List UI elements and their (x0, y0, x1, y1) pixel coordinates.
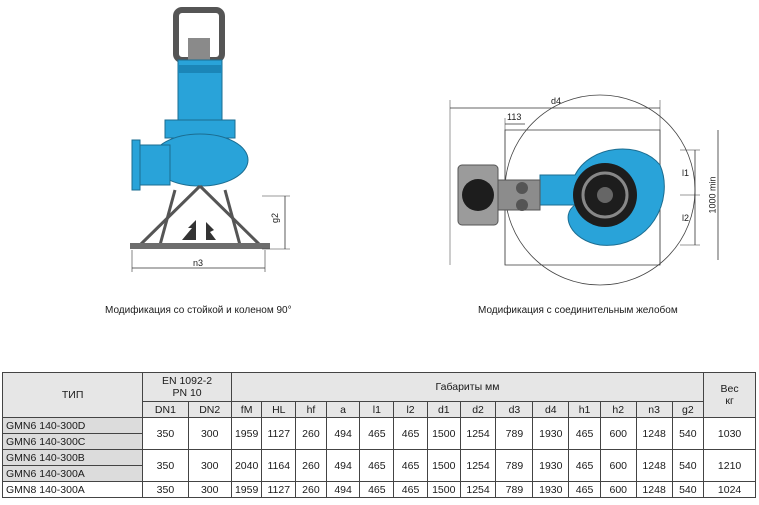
value-cell: 540 (671, 449, 705, 482)
value-cell: 540 (671, 417, 705, 450)
value-cell: 1930 (532, 417, 570, 450)
value-cell: 465 (359, 417, 395, 450)
spec-table: ТИП EN 1092-2 PN 10 Габариты мм Вес кг D… (1, 372, 756, 498)
dim-label-l2: l2 (682, 213, 690, 223)
value-cell: 540 (671, 481, 705, 498)
type-cell: GMN6 140-300A (1, 465, 144, 482)
value-cell: 300 (187, 449, 232, 482)
value-cell: 1164 (261, 449, 297, 482)
value-cell: 494 (325, 417, 361, 450)
type-cell: GMN6 140-300D (1, 417, 144, 434)
dim-label-l1: l1 (682, 168, 690, 178)
dim-label-n3: n3 (193, 258, 204, 268)
table-row: GMN6 140-300A (1, 465, 756, 482)
type-cell: GMN8 140-300A (1, 481, 144, 498)
value-cell: 789 (495, 481, 534, 498)
weight-cell: 1210 (703, 449, 756, 482)
value-cell: 465 (393, 481, 428, 498)
type-header: ТИП (1, 372, 144, 418)
column-header: d4 (532, 401, 570, 418)
dim-label-g2: g2 (270, 212, 281, 224)
value-cell: 465 (568, 417, 601, 450)
technical-drawing (130, 7, 719, 286)
value-cell: 1254 (459, 449, 497, 482)
type-cell: GMN6 140-300B (1, 449, 144, 466)
value-cell: 350 (142, 481, 189, 498)
column-header: l2 (393, 401, 428, 418)
value-cell: 1500 (426, 417, 461, 450)
caption-channel: Модификация с соединительным желобом (478, 305, 678, 316)
value-cell: 465 (393, 417, 428, 450)
value-cell: 1254 (459, 417, 497, 450)
column-header: a (325, 401, 361, 418)
value-cell: 600 (599, 417, 637, 450)
column-header: g2 (671, 401, 705, 418)
value-cell: 1930 (532, 449, 570, 482)
value-cell: 1127 (261, 481, 297, 498)
value-cell: 300 (187, 417, 232, 450)
caption-stand-elbow: Модификация со стойкой и коленом 90° (105, 305, 292, 316)
value-cell: 465 (359, 449, 395, 482)
value-cell: 1500 (426, 449, 461, 482)
value-cell: 465 (393, 449, 428, 482)
value-cell: 789 (495, 449, 534, 482)
weight-header: Вес кг (703, 372, 756, 418)
value-cell: 1127 (261, 417, 297, 450)
value-cell: 600 (599, 449, 637, 482)
dims-header: Габариты мм (230, 372, 705, 402)
value-cell: 1959 (230, 481, 263, 498)
standard-header: EN 1092-2 PN 10 (142, 372, 232, 402)
value-cell: 1500 (426, 481, 461, 498)
column-header: d2 (459, 401, 497, 418)
value-cell: 789 (495, 417, 534, 450)
value-cell: 1248 (635, 481, 673, 498)
dim-label-113: 113 (507, 112, 522, 122)
column-header: d3 (495, 401, 534, 418)
value-cell: 494 (325, 481, 361, 498)
column-header: h2 (599, 401, 637, 418)
dim-label-d4: d4 (551, 96, 562, 106)
value-cell: 260 (295, 449, 327, 482)
pump-side-view (130, 7, 290, 272)
value-cell: 260 (295, 481, 327, 498)
value-cell: 1930 (532, 481, 570, 498)
value-cell: 494 (325, 449, 361, 482)
value-cell: 1248 (635, 417, 673, 450)
dim-label-1000-min: 1000 min (707, 176, 718, 214)
value-cell: 1254 (459, 481, 497, 498)
pump-top-view (449, 94, 719, 286)
column-header: fM (230, 401, 263, 418)
weight-cell: 1024 (703, 481, 756, 498)
type-cell: GMN6 140-300C (1, 433, 144, 450)
value-cell: 1959 (230, 417, 263, 450)
column-header: DN2 (187, 401, 232, 418)
column-header: h1 (568, 401, 601, 418)
value-cell: 600 (599, 481, 637, 498)
column-header: hf (295, 401, 327, 418)
weight-cell: 1030 (703, 417, 756, 450)
value-cell: 350 (142, 417, 189, 450)
value-cell: 350 (142, 449, 189, 482)
value-cell: 1248 (635, 449, 673, 482)
value-cell: 260 (295, 417, 327, 450)
column-header: l1 (359, 401, 395, 418)
column-header: HL (261, 401, 297, 418)
value-cell: 300 (187, 481, 232, 498)
value-cell: 465 (359, 481, 395, 498)
column-header: d1 (426, 401, 461, 418)
value-cell: 2040 (230, 449, 263, 482)
value-cell: 465 (568, 481, 601, 498)
value-cell: 465 (568, 449, 601, 482)
column-header: n3 (635, 401, 673, 418)
column-header: DN1 (142, 401, 189, 418)
